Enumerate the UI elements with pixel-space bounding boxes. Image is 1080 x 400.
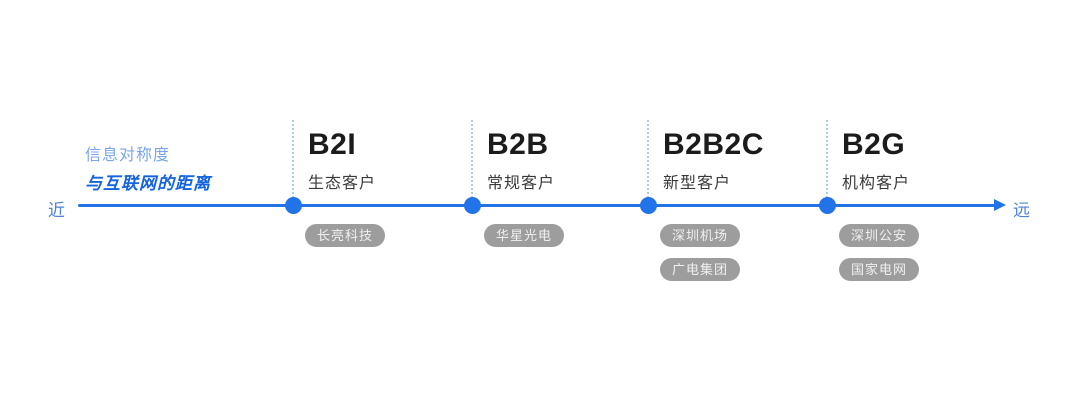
station-code: B2B [487, 128, 549, 161]
station-type-label: 机构客户 [842, 175, 911, 192]
axis-point-dot [640, 197, 657, 214]
station-heading: B2G 机构客户 [842, 128, 910, 193]
station-type-label: 生态客户 [308, 175, 377, 192]
customer-pill: 国家电网 [839, 258, 920, 281]
dotted-guide-line [471, 120, 473, 206]
axis-point-dot [464, 197, 481, 214]
customer-examples: 华星光电 [484, 224, 565, 258]
station-heading: B2B 常规客户 [487, 128, 555, 193]
dotted-guide-line [647, 120, 649, 206]
axis-line [78, 204, 996, 207]
customer-examples: 深圳公安 国家电网 [839, 224, 920, 292]
customer-examples: 长亮科技 [305, 224, 386, 258]
station-code: B2G [842, 128, 906, 161]
axis-far-label: 远 [1013, 201, 1030, 220]
station-type-label: 新型客户 [663, 175, 732, 192]
station-heading: B2I 生态客户 [308, 128, 376, 193]
customer-examples: 深圳机场 广电集团 [660, 224, 741, 292]
customer-pill: 华星光电 [484, 224, 565, 247]
station-type-label: 常规客户 [487, 175, 556, 192]
customer-pill: 长亮科技 [305, 224, 386, 247]
axis-point-dot [285, 197, 302, 214]
axis-near-label: 近 [48, 201, 65, 220]
customer-pill: 广电集团 [660, 258, 741, 281]
station-heading: B2B2C 新型客户 [663, 128, 764, 193]
axis-point-dot [819, 197, 836, 214]
dotted-guide-line [292, 120, 294, 206]
arrowhead-icon [994, 199, 1006, 211]
axis-title-primary: 与互联网的距离 [85, 174, 211, 193]
axis-title-secondary: 信息对称度 [85, 147, 171, 164]
dotted-guide-line [826, 120, 828, 206]
customer-pill: 深圳公安 [839, 224, 920, 247]
station-code: B2B2C [663, 128, 764, 161]
station-code: B2I [308, 128, 357, 161]
customer-pill: 深圳机场 [660, 224, 741, 247]
